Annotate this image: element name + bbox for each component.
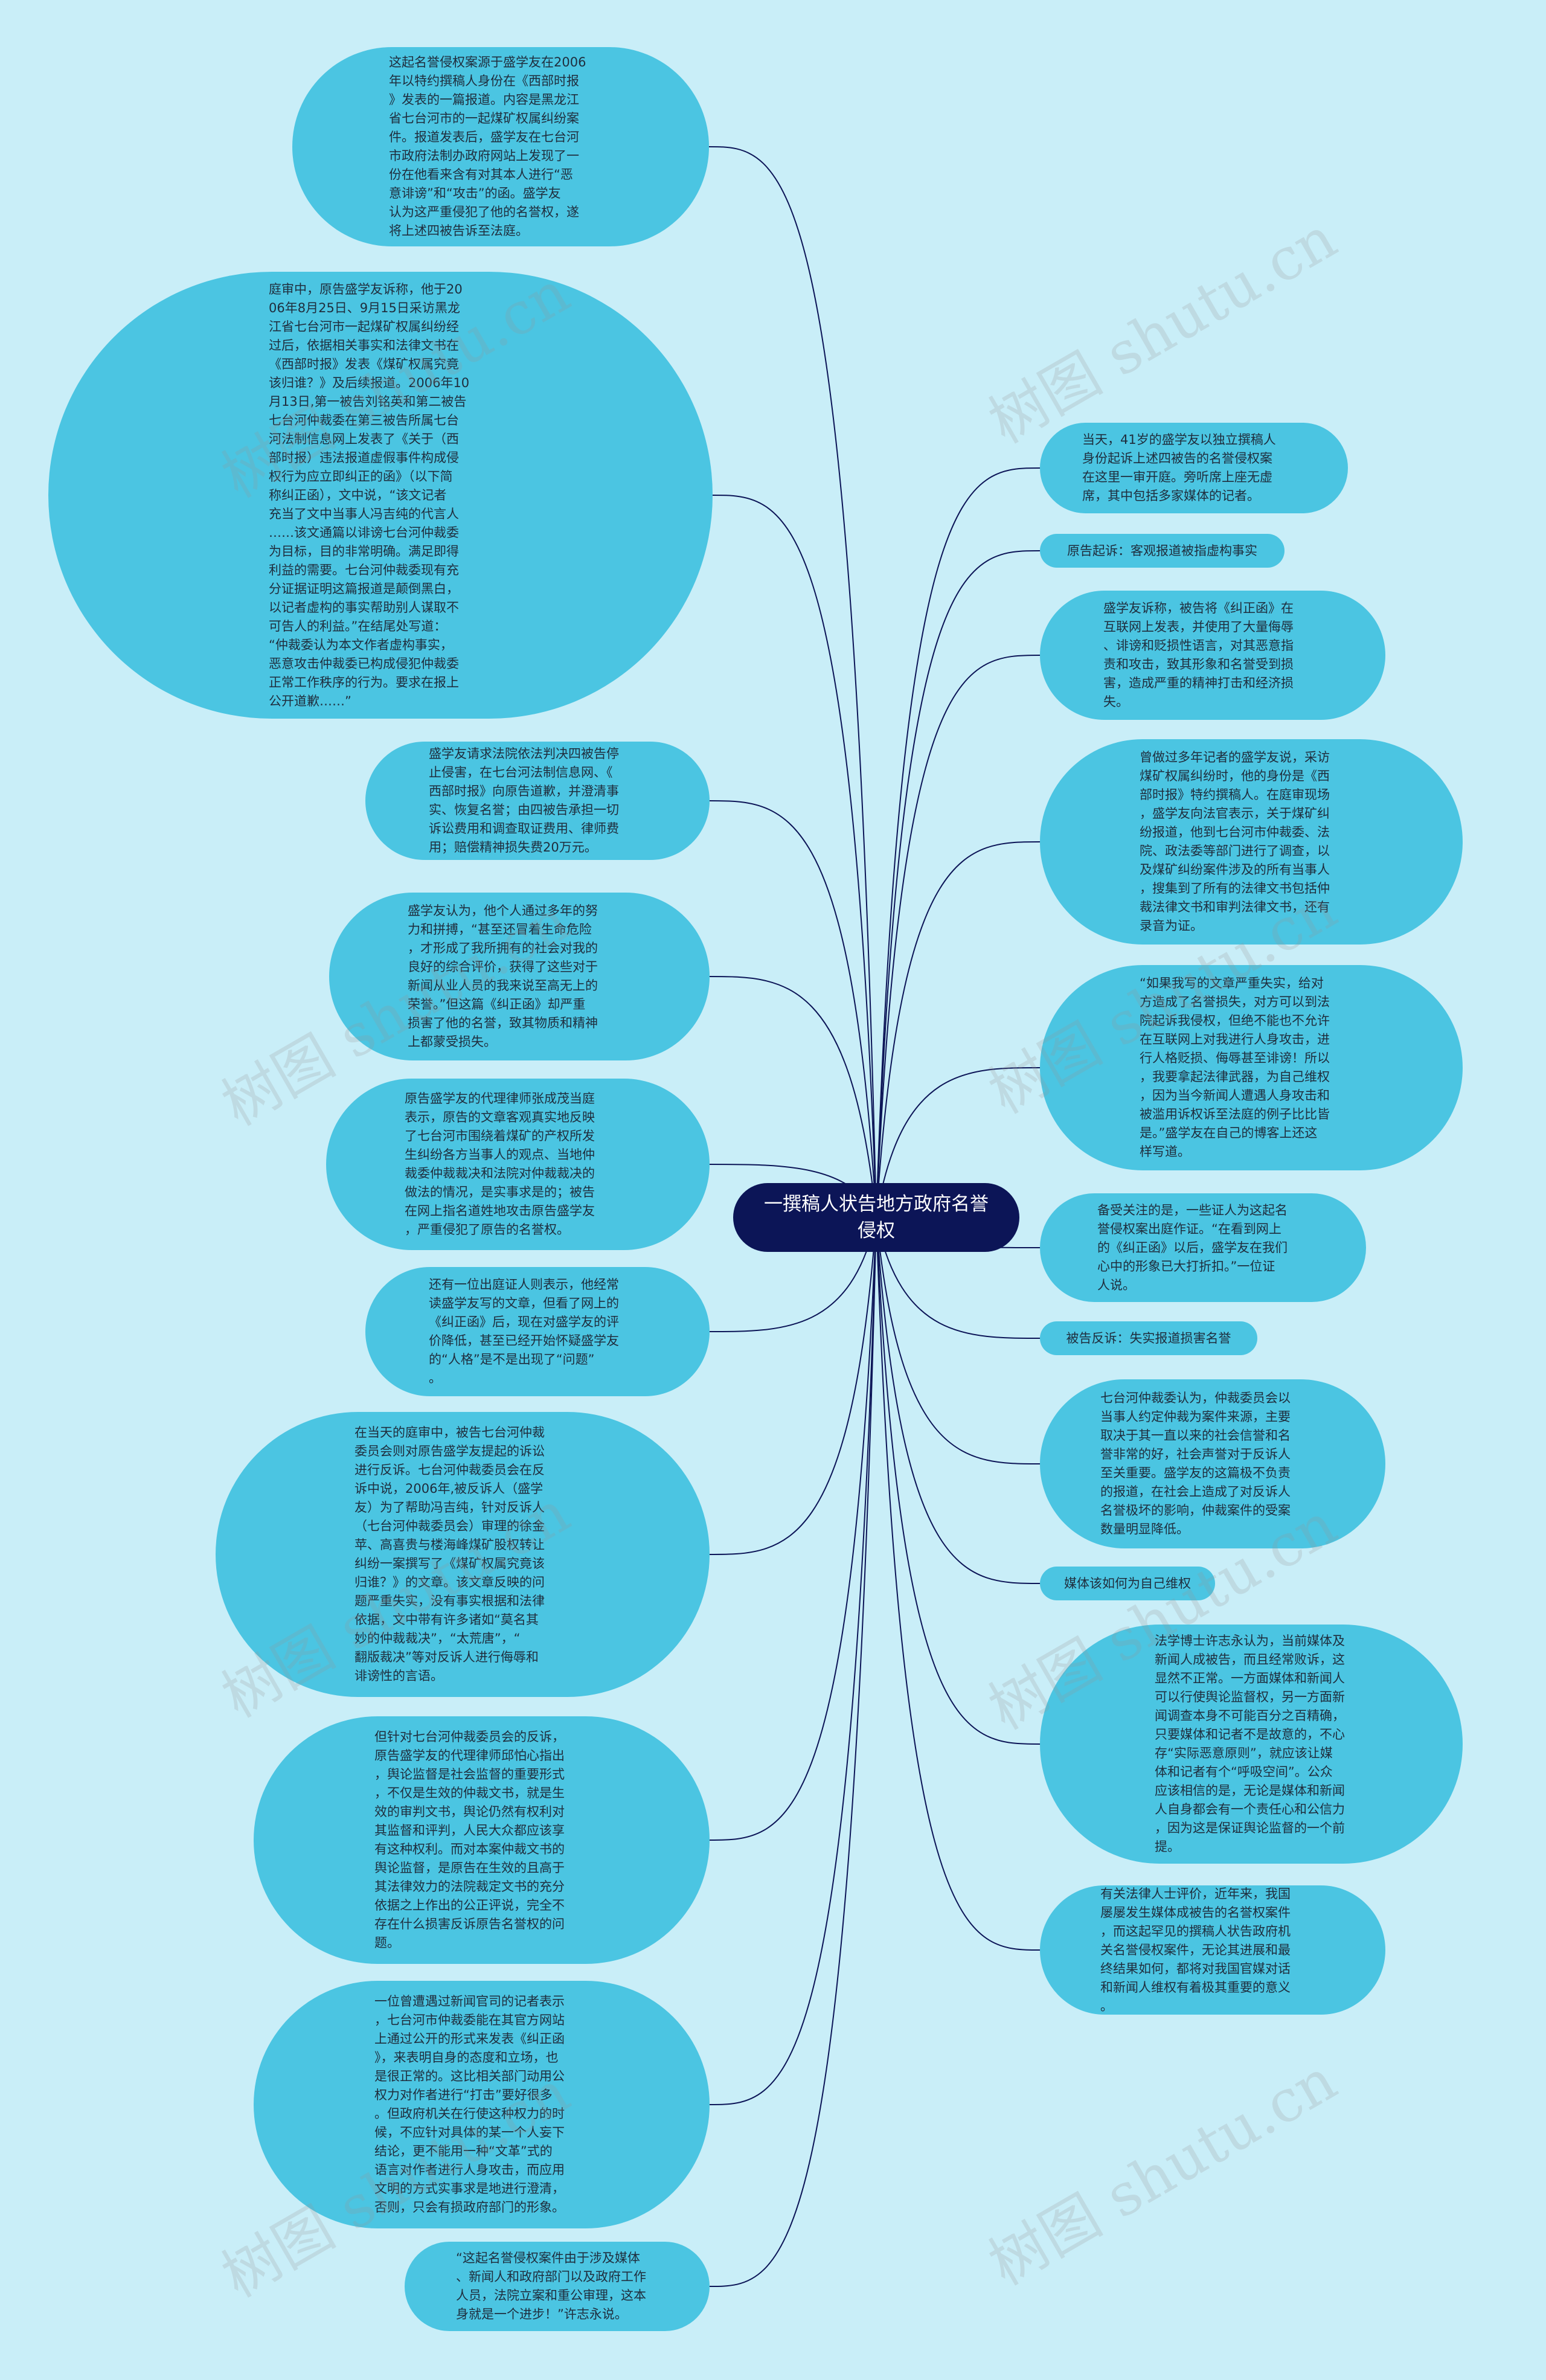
right-node-9[interactable]: 媒体该如何为自己维权 — [1040, 1567, 1215, 1600]
connector-R8 — [876, 1217, 1041, 1464]
connector-R9 — [876, 1217, 1041, 1584]
connector-L2 — [712, 495, 877, 1218]
right-node-text: 原告起诉：客观报道被指虚构事实 — [1067, 544, 1257, 558]
left-node-text: 盛学友请求法院依法判决四被告停 止侵害，在七台河法制信息网、《 西部时报》向原告… — [429, 746, 619, 855]
left-node-text: 这起名誉侵权案源于盛学友在2006 年以特约撰稿人身份在《西部时报 》发表的一篇… — [389, 55, 586, 238]
right-node-text: 有关法律人士评价，近年来，我国 屡屡发生媒体成被告的名誉权案件 ，而这起罕见的撰… — [1100, 1886, 1291, 2013]
connector-R2 — [876, 550, 1041, 1218]
right-node-8[interactable]: 七台河仲裁委认为，仲裁委员会以 当事人约定仲裁为案件来源，主要 取决于其一直以来… — [1040, 1379, 1385, 1548]
connector-L10 — [709, 1217, 877, 2287]
left-node-text: 盛学友认为，他个人通过多年的努 力和拼搏，“甚至还冒着生命危险 ，才形成了我所拥… — [408, 903, 598, 1049]
left-node-4[interactable]: 盛学友认为，他个人通过多年的努 力和拼搏，“甚至还冒着生命危险 ，才形成了我所拥… — [329, 893, 710, 1060]
right-node-text: 备受关注的是，一些证人为这起名 誉侵权案出庭作证。“在看到网上 的《纠正函》以后… — [1097, 1202, 1288, 1292]
right-node-3[interactable]: 盛学友诉称，被告将《纠正函》在 互联网上发表，并使用了大量侮辱 、诽谤和贬损性语… — [1040, 591, 1385, 720]
connector-L4 — [709, 976, 877, 1218]
left-node-text: 在当天的庭审中，被告七台河仲裁 委员会则对原告盛学友提起的诉讼 进行反诉。七台河… — [354, 1425, 545, 1683]
right-node-text: 七台河仲裁委认为，仲裁委员会以 当事人约定仲裁为案件来源，主要 取决于其一直以来… — [1100, 1391, 1291, 1536]
right-node-text: 被告反诉：失实报道损害名誉 — [1066, 1331, 1231, 1346]
connector-R1 — [876, 467, 1041, 1218]
connector-R7 — [876, 1217, 1041, 1339]
left-node-6[interactable]: 还有一位出庭证人则表示，他经常 读盛学友写的文章，但看了网上的 《纠正函》后，现… — [365, 1267, 710, 1396]
connector-R11 — [876, 1217, 1041, 1951]
right-node-text: 曾做过多年记者的盛学友说，采访 煤矿权属纠纷时，他的身份是《西 部时报》特约撰稿… — [1140, 750, 1330, 933]
right-node-5[interactable]: “如果我写的文章严重失实，给对 方造成了名誉损失，对方可以到法 院起诉我侵权，但… — [1040, 965, 1463, 1170]
connector-L9 — [709, 1217, 877, 2105]
right-node-2[interactable]: 原告起诉：客观报道被指虚构事实 — [1040, 534, 1285, 568]
left-node-text: 原告盛学友的代理律师张成茂当庭 表示，原告的文章客观真实地反映 了七台河市围绕着… — [405, 1091, 595, 1237]
right-node-text: 法学博士许志永认为，当前媒体及 新闻人成被告，而且经常败诉，这 显然不正常。一方… — [1155, 1634, 1345, 1854]
left-node-text: “这起名誉侵权案件由于涉及媒体 、新闻人和政府部门以及政府工作 人员，法院立案和… — [456, 2251, 646, 2321]
right-node-1[interactable]: 当天，41岁的盛学友以独立撰稿人 身份起诉上述四被告的名誉侵权案 在这里一审开庭… — [1040, 423, 1348, 513]
connector-R10 — [876, 1217, 1041, 1745]
left-node-text: 还有一位出庭证人则表示，他经常 读盛学友写的文章，但看了网上的 《纠正函》后，现… — [429, 1277, 619, 1385]
right-node-11[interactable]: 有关法律人士评价，近年来，我国 屡屡发生媒体成被告的名誉权案件 ，而这起罕见的撰… — [1040, 1885, 1385, 2015]
right-node-text: 媒体该如何为自己维权 — [1064, 1576, 1191, 1591]
right-node-4[interactable]: 曾做过多年记者的盛学友说，采访 煤矿权属纠纷时，他的身份是《西 部时报》特约撰稿… — [1040, 739, 1463, 945]
left-node-text: 一位曾遭遇过新闻官司的记者表示 ，七台河市仲裁委能在其官方网站 上通过公开的形式… — [374, 1994, 565, 2215]
right-node-10[interactable]: 法学博士许志永认为，当前媒体及 新闻人成被告，而且经常败诉，这 显然不正常。一方… — [1040, 1625, 1463, 1864]
left-node-9[interactable]: 一位曾遭遇过新闻官司的记者表示 ，七台河市仲裁委能在其官方网站 上通过公开的形式… — [254, 1981, 710, 2228]
left-node-8[interactable]: 但针对七台河仲裁委员会的反诉， 原告盛学友的代理律师邱怕心指出 ，舆论监督是社会… — [254, 1716, 710, 1964]
right-node-text: “如果我写的文章严重失实，给对 方造成了名誉损失，对方可以到法 院起诉我侵权，但… — [1140, 976, 1330, 1159]
connector-R3 — [876, 655, 1041, 1218]
right-node-text: 当天，41岁的盛学友以独立撰稿人 身份起诉上述四被告的名誉侵权案 在这里一审开庭… — [1082, 432, 1276, 503]
left-node-7[interactable]: 在当天的庭审中，被告七台河仲裁 委员会则对原告盛学友提起的诉讼 进行反诉。七台河… — [216, 1412, 710, 1697]
left-node-text: 庭审中，原告盛学友诉称，他于20 06年8月25日、9月15日采访黑龙 江省七台… — [269, 281, 470, 708]
right-node-7[interactable]: 被告反诉：失实报道损害名誉 — [1040, 1321, 1257, 1355]
connector-L8 — [709, 1217, 877, 1841]
connector-L7 — [709, 1217, 877, 1555]
left-node-1[interactable]: 这起名誉侵权案源于盛学友在2006 年以特约撰稿人身份在《西部时报 》发表的一篇… — [292, 47, 709, 246]
left-node-text: 但针对七台河仲裁委员会的反诉， 原告盛学友的代理律师邱怕心指出 ，舆论监督是社会… — [374, 1730, 565, 1950]
connector-L6 — [709, 1217, 877, 1332]
left-node-5[interactable]: 原告盛学友的代理律师张成茂当庭 表示，原告的文章客观真实地反映 了七台河市围绕着… — [326, 1079, 710, 1250]
left-node-3[interactable]: 盛学友请求法院依法判决四被告停 止侵害，在七台河法制信息网、《 西部时报》向原告… — [365, 742, 710, 860]
central-topic[interactable]: 一撰稿人状告地方政府名誉侵权 — [733, 1183, 1019, 1252]
right-node-text: 盛学友诉称，被告将《纠正函》在 互联网上发表，并使用了大量侮辱 、诽谤和贬损性语… — [1103, 601, 1294, 709]
connector-R5 — [876, 1067, 1041, 1218]
left-node-2[interactable]: 庭审中，原告盛学友诉称，他于20 06年8月25日、9月15日采访黑龙 江省七台… — [48, 272, 713, 719]
connector-R4 — [876, 841, 1041, 1218]
connector-L3 — [709, 800, 877, 1218]
left-node-10[interactable]: “这起名誉侵权案件由于涉及媒体 、新闻人和政府部门以及政府工作 人员，法院立案和… — [405, 2242, 710, 2331]
right-node-6[interactable]: 备受关注的是，一些证人为这起名 誉侵权案出庭作证。“在看到网上 的《纠正函》以后… — [1040, 1193, 1366, 1302]
central-topic-label: 一撰稿人状告地方政府名誉侵权 — [764, 1193, 989, 1242]
connector-L1 — [708, 146, 877, 1218]
